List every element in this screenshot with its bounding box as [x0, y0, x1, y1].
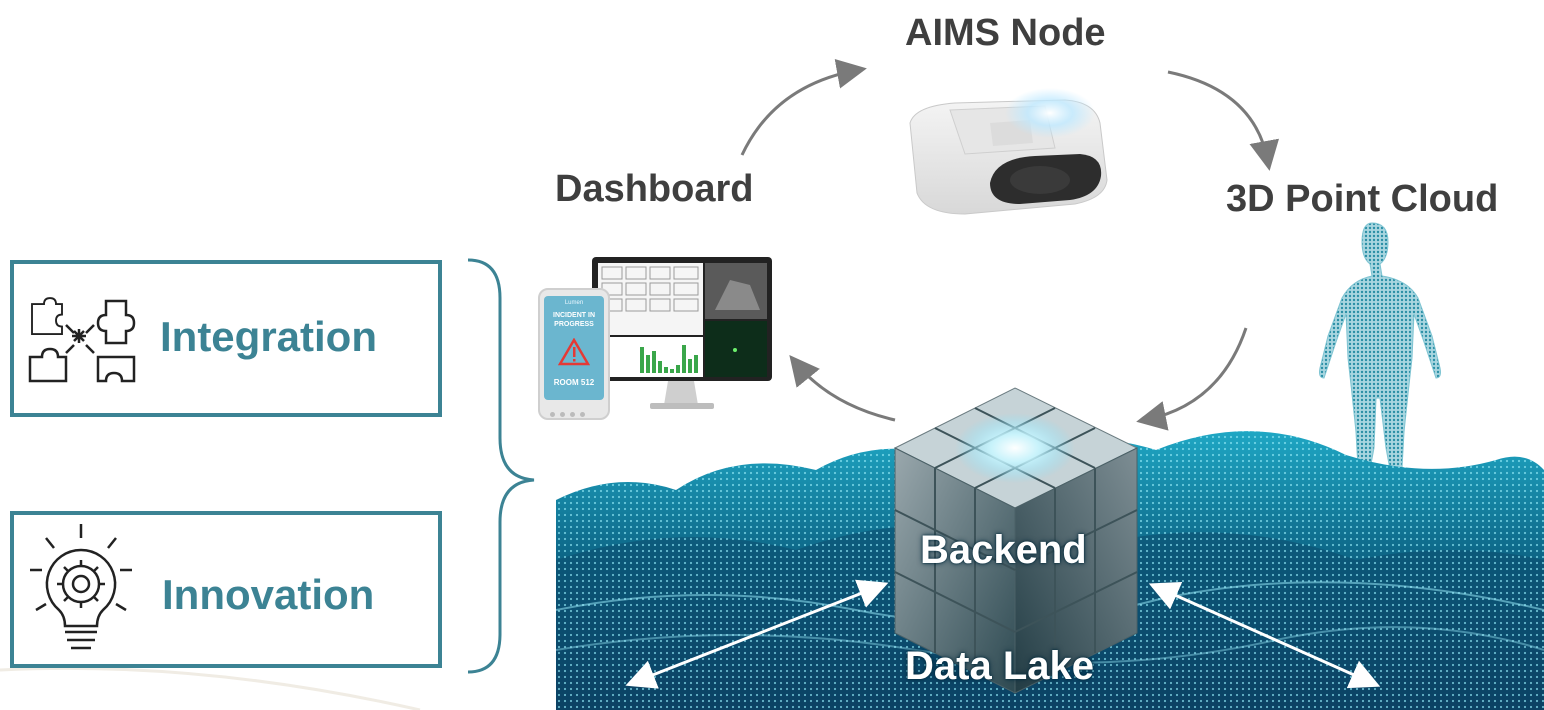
arrow-dashboard-to-node: [740, 58, 867, 156]
point-cloud-label: 3D Point Cloud: [1226, 178, 1499, 220]
double-arrow-left: [625, 579, 889, 689]
background-curve: [0, 666, 421, 710]
aims-node-label: AIMS Node: [905, 12, 1106, 54]
innovation-label: Innovation: [162, 571, 375, 618]
point-cloud-human: [1319, 222, 1441, 481]
grouping-brace: [467, 258, 535, 674]
phone-alert-line1: INCIDENT IN: [553, 312, 595, 319]
lightbulb-gear-icon: [30, 524, 132, 650]
dashboard-monitor: [592, 257, 772, 409]
aims-node-device: [909, 88, 1108, 215]
phone-brand: Lumen: [564, 300, 584, 306]
phone-device: Lumen INCIDENT IN PROGRESS ROOM 512: [538, 288, 610, 420]
arrow-pointcloud-to-backend: [1136, 327, 1248, 431]
integration-label: Integration: [160, 313, 377, 360]
warning-icon: [558, 338, 590, 366]
backend-label: Backend: [920, 528, 1087, 572]
phone-room: ROOM 512: [553, 378, 595, 387]
phone-alert-line2: PROGRESS: [554, 321, 594, 328]
backend-cube: [893, 387, 1139, 694]
phone-screen: Lumen INCIDENT IN PROGRESS ROOM 512: [544, 296, 604, 400]
arrow-backend-to-dashboard: [789, 355, 896, 422]
dashboard-label: Dashboard: [555, 168, 754, 210]
phone-nav-dots: [550, 404, 596, 417]
puzzle-icon: [28, 297, 136, 383]
arrow-node-to-pointcloud: [1167, 70, 1280, 171]
double-arrow-right: [1148, 581, 1381, 689]
data-lake-label: Data Lake: [905, 644, 1094, 688]
